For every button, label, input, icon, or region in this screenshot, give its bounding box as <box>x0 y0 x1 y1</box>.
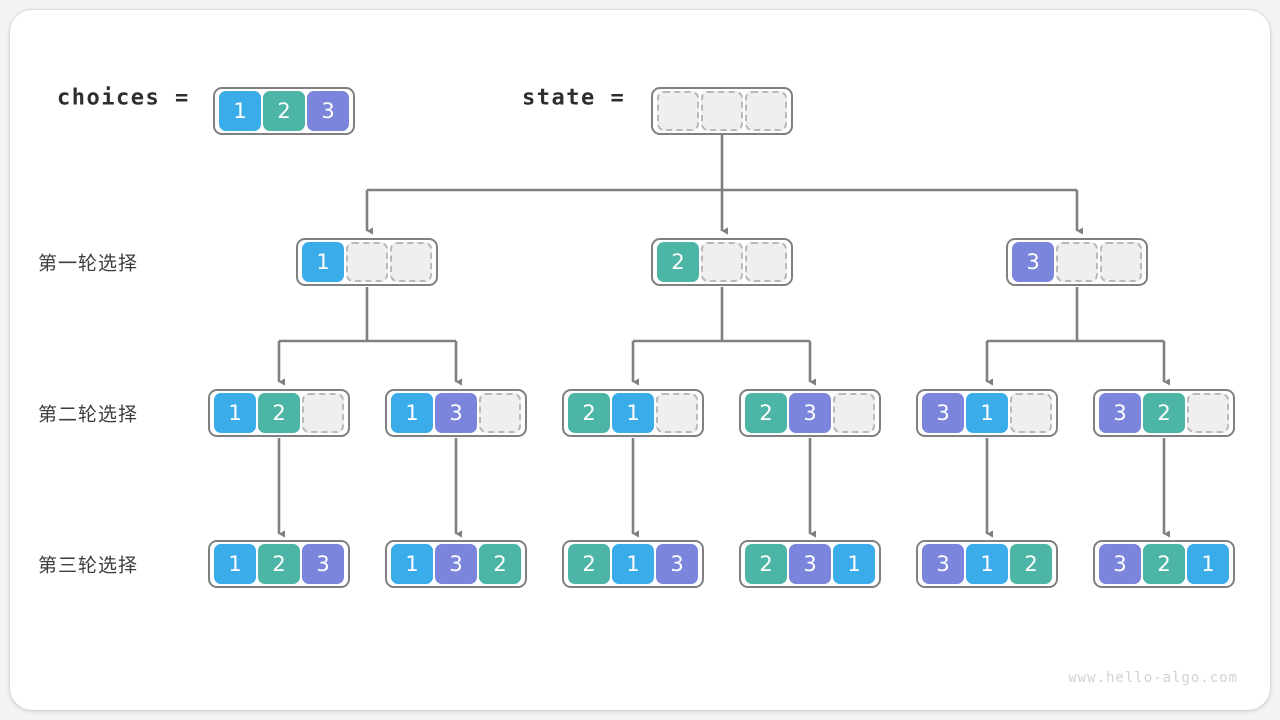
round3-node5-cell-3: 2 <box>1010 544 1052 584</box>
state-cell-2 <box>701 91 743 131</box>
round2-node5-cell-3 <box>1010 393 1052 433</box>
round3-node4-cell-1: 2 <box>745 544 787 584</box>
round3-node6-cell-1: 3 <box>1099 544 1141 584</box>
round2-node6-cell-3 <box>1187 393 1229 433</box>
round3-node4-cell-3: 1 <box>833 544 875 584</box>
round3-node2-cell-3: 2 <box>479 544 521 584</box>
round2-node2-cell-3 <box>479 393 521 433</box>
round2-node4-cell-1: 2 <box>745 393 787 433</box>
round3-node5-cell-1: 3 <box>922 544 964 584</box>
node-round1-3: 3 <box>1006 238 1148 286</box>
row-label-round-2: 第二轮选择 <box>38 403 139 426</box>
round2-node6-cell-1: 3 <box>1099 393 1141 433</box>
node-round1-1: 1 <box>296 238 438 286</box>
state-label: state = <box>522 85 626 111</box>
round2-node2-cell-2: 3 <box>435 393 477 433</box>
round3-node3-cell-3: 3 <box>656 544 698 584</box>
round3-node2-cell-2: 3 <box>435 544 477 584</box>
round2-node1-cell-1: 1 <box>214 393 256 433</box>
state-cell-3 <box>745 91 787 131</box>
round3-node2-cell-1: 1 <box>391 544 433 584</box>
round1-node2-cell-3 <box>745 242 787 282</box>
round3-node4-cell-2: 3 <box>789 544 831 584</box>
round1-node3-cell-1: 3 <box>1012 242 1054 282</box>
round2-node1-cell-3 <box>302 393 344 433</box>
node-round1-2: 2 <box>651 238 793 286</box>
choices-label: choices = <box>57 85 190 111</box>
round2-node5-cell-2: 1 <box>966 393 1008 433</box>
state-array <box>651 87 793 135</box>
round1-node3-cell-3 <box>1100 242 1142 282</box>
row-label-round-3: 第三轮选择 <box>38 554 139 577</box>
row-label-round-1: 第一轮选择 <box>38 252 139 275</box>
round3-node6-cell-3: 1 <box>1187 544 1229 584</box>
round1-node1-cell-2 <box>346 242 388 282</box>
round3-node6-cell-2: 2 <box>1143 544 1185 584</box>
round2-node6-cell-2: 2 <box>1143 393 1185 433</box>
round1-node2-cell-1: 2 <box>657 242 699 282</box>
round2-node2-cell-1: 1 <box>391 393 433 433</box>
round2-node3-cell-2: 1 <box>612 393 654 433</box>
choices-cell-1: 1 <box>219 91 261 131</box>
state-cell-1 <box>657 91 699 131</box>
round3-node5-cell-2: 1 <box>966 544 1008 584</box>
round2-node3-cell-1: 2 <box>568 393 610 433</box>
round3-node3-cell-2: 1 <box>612 544 654 584</box>
diagram-card <box>10 10 1270 710</box>
round1-node1-cell-3 <box>390 242 432 282</box>
watermark: www.hello-algo.com <box>1068 670 1238 686</box>
round3-node3-cell-1: 2 <box>568 544 610 584</box>
round1-node1-cell-1: 1 <box>302 242 344 282</box>
choices-cell-2: 2 <box>263 91 305 131</box>
round2-node4-cell-3 <box>833 393 875 433</box>
round2-node5-cell-1: 3 <box>922 393 964 433</box>
round1-node3-cell-2 <box>1056 242 1098 282</box>
round3-node1-cell-3: 3 <box>302 544 344 584</box>
choices-cell-3: 3 <box>307 91 349 131</box>
round3-node1-cell-1: 1 <box>214 544 256 584</box>
round3-node1-cell-2: 2 <box>258 544 300 584</box>
round1-node2-cell-2 <box>701 242 743 282</box>
round2-node3-cell-3 <box>656 393 698 433</box>
round2-node4-cell-2: 3 <box>789 393 831 433</box>
round2-node1-cell-2: 2 <box>258 393 300 433</box>
